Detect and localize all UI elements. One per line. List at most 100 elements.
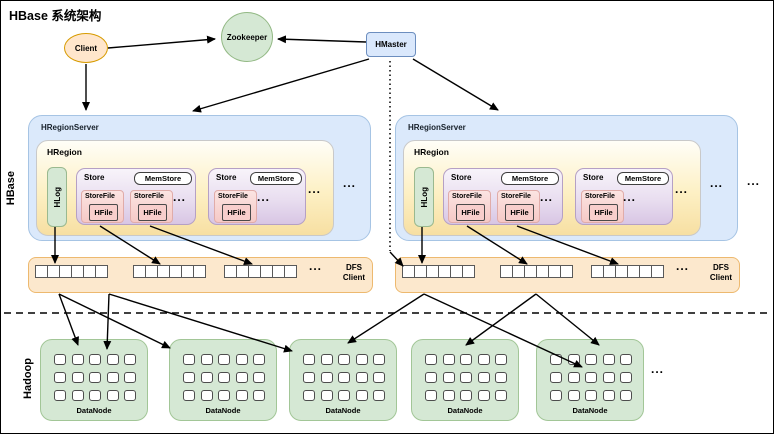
block-cell [567,354,580,365]
hfile: HFile [456,204,485,221]
block-cell [71,354,84,365]
arrow-dfs2-to-datanode5 [535,293,600,346]
arrow-dfs2-to-datanode4 [465,293,537,346]
block-cell [303,354,315,365]
block-strip [591,265,664,278]
store-1-2: Store MemStore StoreFile HFile [208,168,306,225]
block-cell [193,265,206,278]
block-cell [183,390,195,401]
block-strip [133,265,206,278]
block-cell [89,390,101,401]
ellipsis: ... [540,190,554,204]
block-cell [495,372,507,383]
block-cell [651,265,664,278]
block-cell [320,372,333,383]
client-node: Client [64,33,108,63]
block-grid [550,354,632,401]
memstore: MemStore [250,172,302,185]
ellipsis: ... [651,362,665,376]
ellipsis: ... [309,259,323,273]
block-cell [560,265,573,278]
ellipsis: ... [173,190,187,204]
block-grid [183,354,265,401]
storefile: StoreFile HFile [497,190,540,223]
memstore: MemStore [501,172,559,185]
block-cell [550,372,562,383]
hregionserver-1: HRegionServer HRegion HLog Store MemStor… [28,115,371,241]
store-2-1: Store MemStore StoreFile HFile StoreFile… [443,168,563,225]
ellipsis: ... [343,176,357,190]
block-cell [477,390,490,401]
block-cell [602,390,615,401]
block-cell [284,265,297,278]
hlog-2: HLog [414,167,434,227]
datanode-2: DataNode [169,339,277,421]
block-cell [54,372,66,383]
block-cell [200,354,213,365]
block-cell [338,372,350,383]
block-cell [218,354,230,365]
block-cell [442,372,455,383]
block-cell [585,390,597,401]
block-cell [200,372,213,383]
datanode-1: DataNode [40,339,148,421]
block-cell [567,372,580,383]
block-cell [303,372,315,383]
arrow-dfs1-to-datanode1-a [58,293,79,346]
block-cell [550,354,562,365]
block-cell [462,265,475,278]
memstore: MemStore [617,172,669,185]
block-cell [477,372,490,383]
block-cell [338,390,350,401]
hbase-section-label: HBase [5,170,17,206]
block-cell [124,372,136,383]
hregion-2-label: HRegion [414,147,449,157]
block-cell [425,354,437,365]
storefile: StoreFile HFile [81,190,124,223]
block-cell [373,372,385,383]
block-cell [585,354,597,365]
block-cell [95,265,108,278]
block-cell [338,354,350,365]
block-cell [89,354,101,365]
hfile: HFile [222,204,251,221]
block-cell [253,390,265,401]
block-cell [89,372,101,383]
block-cell [235,390,248,401]
block-strip [402,265,475,278]
block-cell [442,390,455,401]
store-1-1: Store MemStore StoreFile HFile StoreFile… [76,168,196,225]
block-strip [35,265,108,278]
block-cell [106,372,119,383]
dfs-client-2-label: DFS Client [709,263,733,282]
block-cell [124,354,136,365]
block-cell [602,354,615,365]
block-strip [224,265,297,278]
ellipsis: ... [676,259,690,273]
hfile: HFile [505,204,534,221]
block-cell [124,390,136,401]
block-grid [54,354,136,401]
dfs-client-1-label: DFS Client [342,263,366,282]
block-cell [373,390,385,401]
block-cell [620,372,632,383]
memstore: MemStore [134,172,192,185]
block-cell [495,354,507,365]
hmaster-node: HMaster [366,32,416,57]
arrow-dfs2-to-datanode3 [347,293,425,344]
block-cell [495,390,507,401]
store-2-2: Store MemStore StoreFile HFile [575,168,673,225]
block-cell [477,354,490,365]
datanode-5: DataNode [536,339,644,421]
block-cell [585,372,597,383]
block-cell [200,390,213,401]
block-cell [253,372,265,383]
block-cell [54,390,66,401]
hregion-2: HRegion HLog Store MemStore StoreFile HF… [403,140,701,236]
arrow-client-to-zookeeper [107,35,216,49]
block-cell [253,354,265,365]
block-cell [218,372,230,383]
block-cell [183,354,195,365]
block-strip [500,265,573,278]
